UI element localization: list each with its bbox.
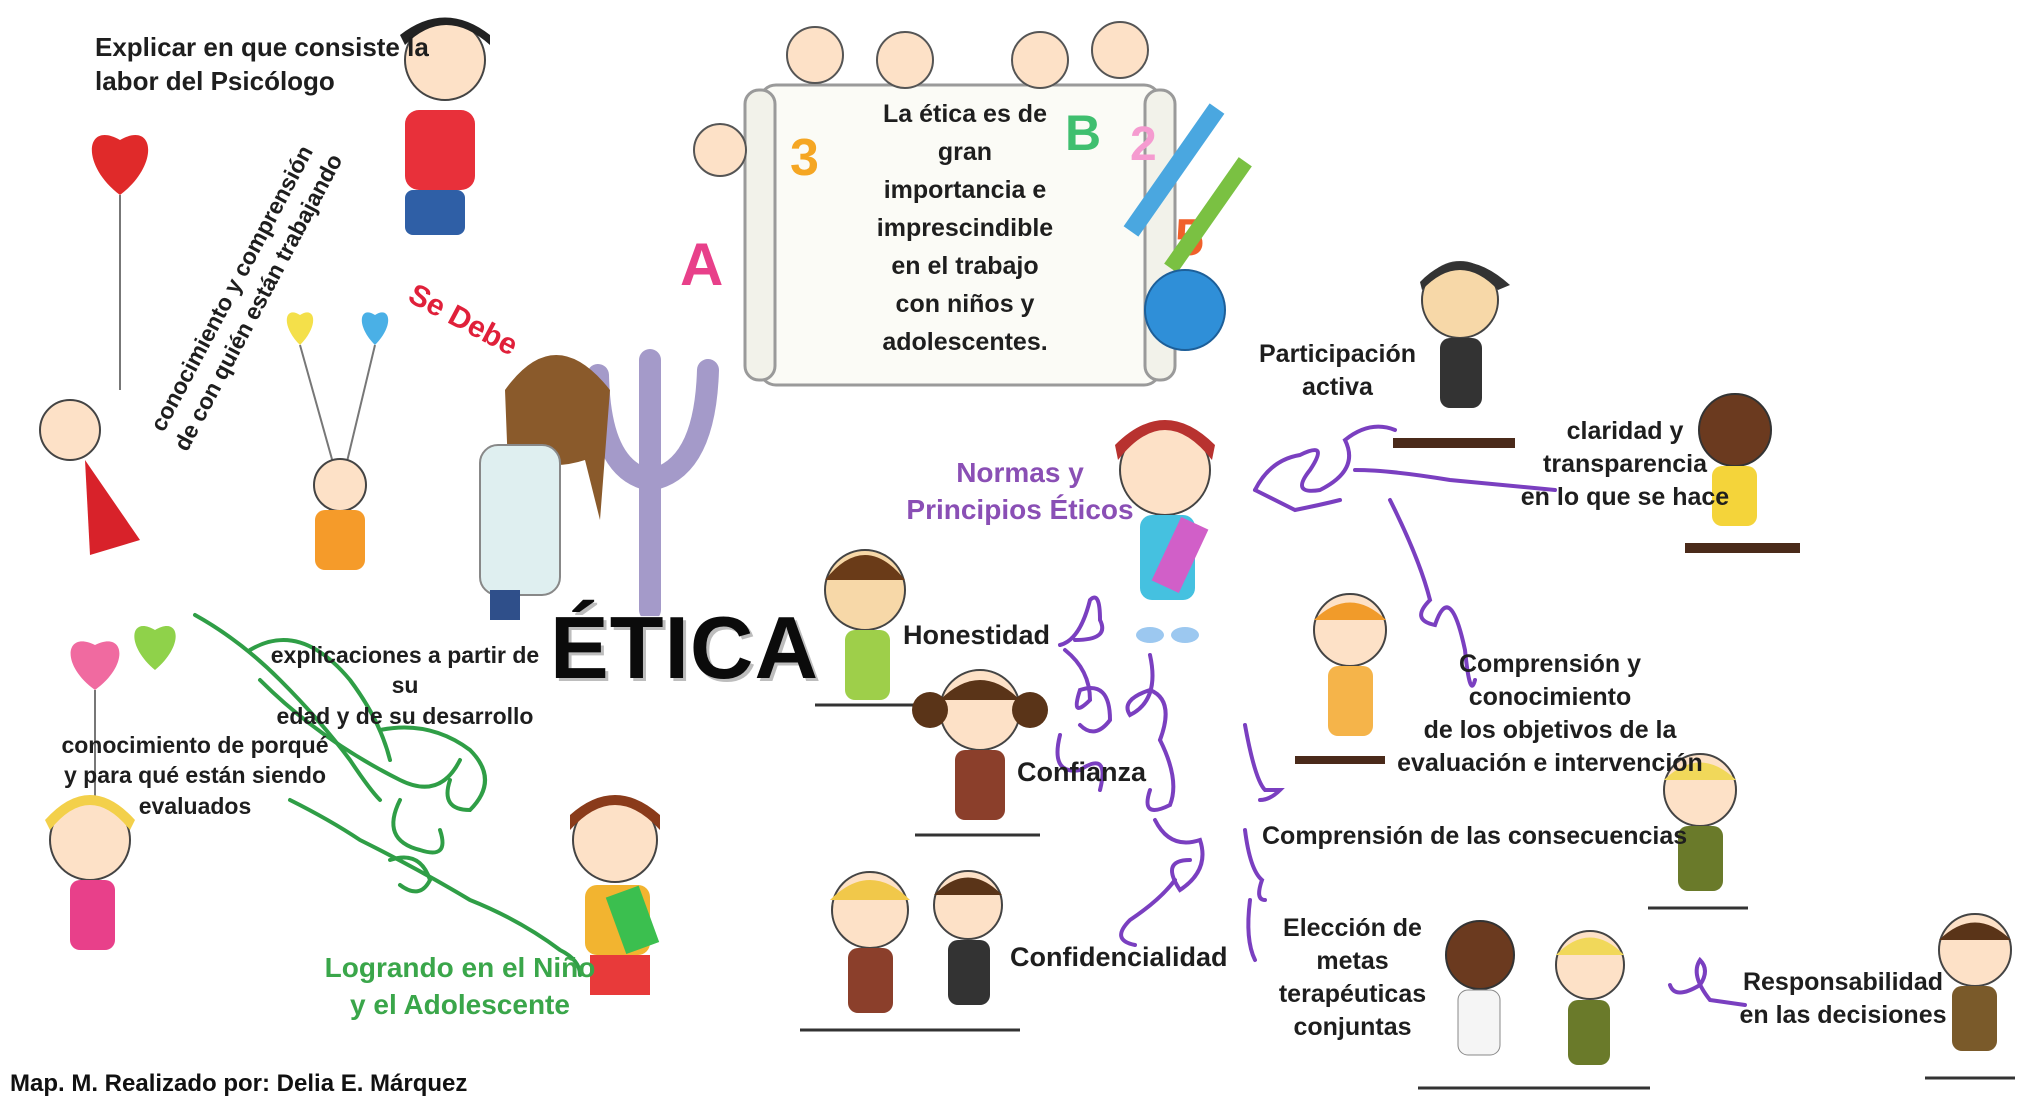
- svg-text:3: 3: [790, 129, 819, 187]
- child-illustrations: [39, 17, 2015, 1090]
- labor-psicologo-note: Explicar en que consiste la labor del Ps…: [95, 32, 429, 97]
- banner-etica-importancia: La ética es de gran importancia e impres…: [876, 100, 1054, 356]
- conocimiento-porque-note: conocimiento de porqué y para qué están …: [61, 732, 329, 819]
- purple-connectors: [1055, 424, 1747, 1007]
- explicaciones-note: explicaciones a partir de su edad y de s…: [270, 642, 540, 729]
- eleccion-metas-node: Elección de metas terapéuticas conjuntas: [1278, 914, 1427, 1041]
- psi-symbol: [587, 349, 719, 621]
- svg-text:B: B: [1065, 105, 1101, 161]
- green-connectors: [193, 613, 582, 977]
- logrando-nino-label: Logrando en el Niño y el Adolescente: [324, 952, 596, 1020]
- claridad-transparencia-node: claridad y transparencia en lo que se ha…: [1520, 417, 1730, 511]
- confianza-node: Confianza: [1017, 757, 1147, 787]
- responsabilidad-node: Responsabilidad en las decisiones: [1739, 968, 1947, 1029]
- svg-text:A: A: [680, 231, 723, 298]
- etica-title: ÉTICA: [550, 598, 819, 697]
- comprension-consecuencias-node: Comprensión de las consecuencias: [1262, 822, 1688, 850]
- normas-principios-label: Normas y Principios Éticos: [906, 457, 1134, 525]
- kids-banner-scroll: 3 B 2 5 A: [680, 21, 1252, 387]
- honestidad-node: Honestidad: [903, 620, 1051, 650]
- author-credit: Map. M. Realizado por: Delia E. Márquez: [10, 1070, 468, 1097]
- confidencialidad-node: Confidencialidad: [1010, 942, 1228, 972]
- participacion-activa-node: Participación activa: [1259, 340, 1416, 401]
- comprension-objetivos-node: Comprensión y conocimiento de los objeti…: [1397, 650, 1703, 777]
- svg-text:2: 2: [1130, 118, 1157, 171]
